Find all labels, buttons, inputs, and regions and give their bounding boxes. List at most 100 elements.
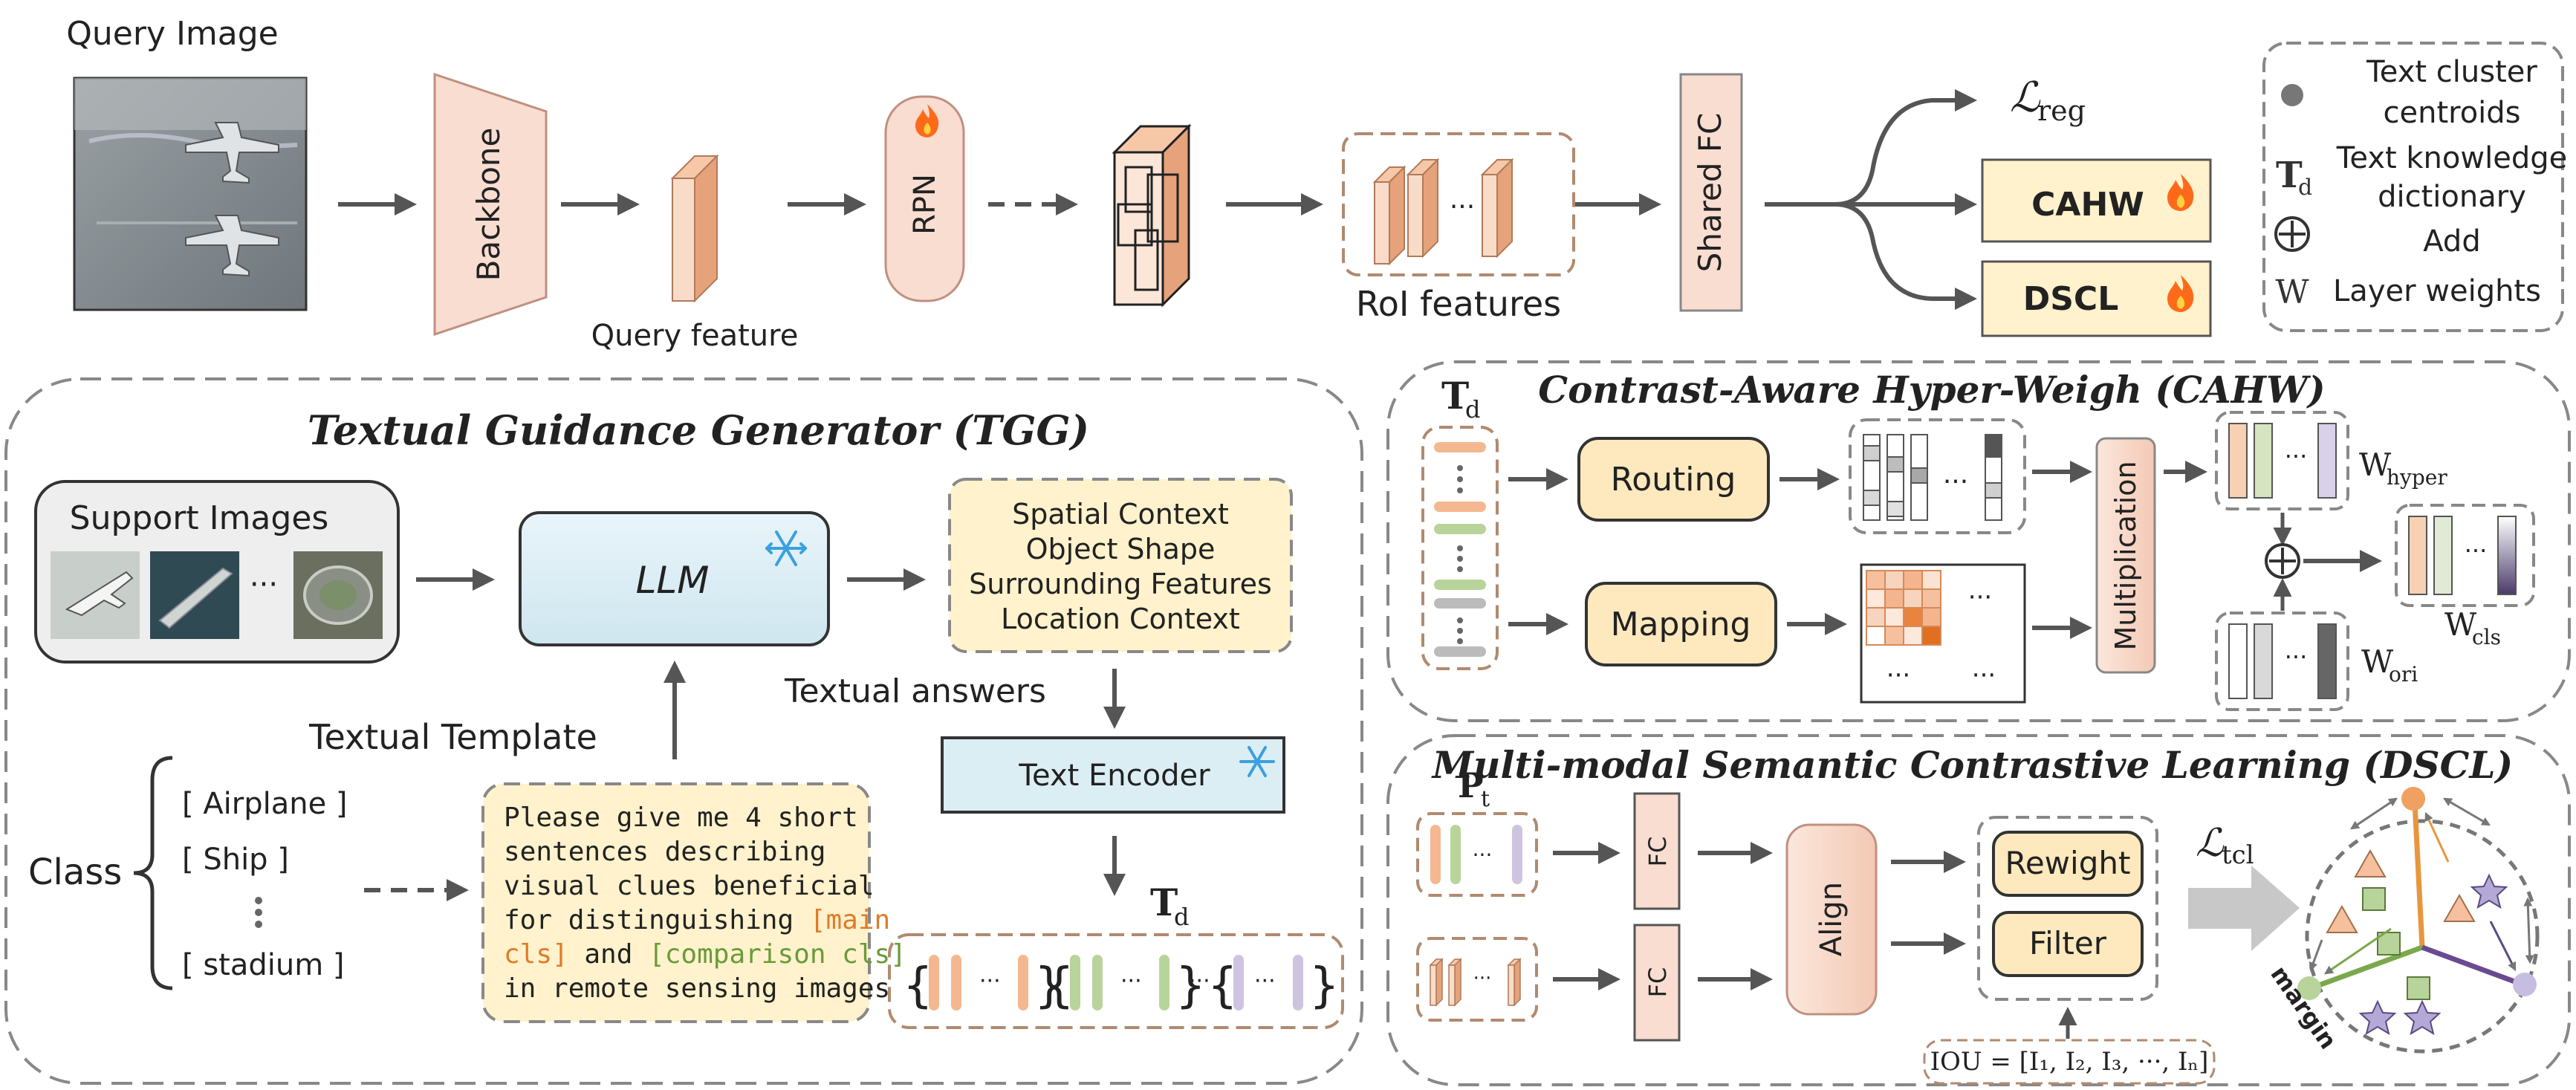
context-line-3: Surrounding Features: [969, 568, 1272, 600]
fc-label-2: FC: [1644, 967, 1672, 998]
svg-text:···: ···: [979, 968, 1001, 994]
fc-label-1: FC: [1644, 837, 1672, 867]
context-line-2: Object Shape: [1026, 533, 1216, 565]
text-encoder-box: Text Encoder: [941, 736, 1285, 814]
prompt-segment: visual clues beneficial: [504, 871, 875, 901]
roi-dots: ···: [1450, 192, 1475, 222]
shared-fc-block: Shared FC: [1679, 73, 1743, 312]
svg-text:···: ···: [1886, 661, 1910, 690]
loss-reg: ℒ reg: [2010, 74, 2086, 127]
legend-item-2-line2: dictionary: [2378, 180, 2526, 214]
td-label-tgg: T: [1150, 880, 1178, 924]
svg-text:}: }: [1175, 958, 1206, 1013]
prompt-segment: for distinguishing: [504, 905, 810, 935]
centroid-purple: [2513, 973, 2537, 996]
mapping-matrix: ··· ··· ···: [1860, 563, 2026, 704]
roi-prototype-vectors: ···: [1416, 937, 1538, 1022]
mapping-label: Mapping: [1611, 606, 1751, 643]
prompt-segment: [comparison cls]: [649, 939, 906, 970]
w-ori-label: W: [2361, 643, 2394, 680]
prompt-line: in remote sensing images: [504, 973, 890, 1004]
rpn-label: RPN: [908, 174, 942, 235]
td-symbol-subscript: d: [2298, 175, 2312, 201]
svg-text:···: ···: [1120, 968, 1142, 994]
prompt-segment: sentences describing: [504, 837, 825, 867]
prompt-line: cls] and [comparison cls]: [504, 939, 906, 970]
td-vector-stack: [1421, 426, 1499, 670]
roi-features-label: RoI features: [1356, 284, 1561, 324]
class-ship: [ Ship ]: [182, 843, 289, 877]
dictionary-group-purple: { ··· }: [1207, 955, 1340, 1013]
prompt-line: Please give me 4 short: [504, 802, 858, 833]
svg-text:···: ···: [1972, 661, 1996, 690]
class-list: Class [ Airplane ] [ Ship ] [ stadium ]: [28, 756, 348, 990]
mapping-box: Mapping: [1585, 582, 1777, 666]
class-stadium: [ stadium ]: [182, 948, 345, 982]
context-line-1: Spatial Context: [1012, 498, 1229, 531]
routing-box: Routing: [1577, 437, 1770, 522]
w-cls-subscript: cls: [2472, 625, 2501, 649]
tgg-title: Textual Guidance Generator (TGG): [308, 406, 1089, 454]
prompt-segment: cls]: [504, 939, 568, 970]
multiplication-label: Multiplication: [2109, 461, 2142, 650]
legend-item-1-line1: Text cluster: [2366, 55, 2537, 89]
layer-weight-symbol: W: [2275, 273, 2309, 311]
llm-label: LLM: [636, 559, 710, 602]
loss-tcl: ℒ tcl: [2196, 821, 2254, 870]
cahw-panel: Contrast-Aware Hyper-Weigh (CAHW) T d Ro…: [1386, 360, 2571, 722]
prompt-segment: in remote sensing images: [504, 973, 890, 1004]
contrastive-embedding-space: margin: [2265, 787, 2540, 1054]
roi-features-block: ··· RoI features: [1342, 132, 1575, 324]
legend-panel: Text cluster centroids T d Text knowledg…: [2262, 42, 2567, 332]
query-image-label: Query Image: [66, 15, 279, 53]
dscl-module-button: DSCL: [1981, 260, 2212, 337]
llm-box: LLM: [519, 511, 830, 646]
support-dots: ···: [250, 568, 278, 602]
prompt-text: Please give me 4 short sentences describi…: [504, 802, 906, 1004]
iou-box: IOU = [I₁, I₂, I₃, ···, Iₙ]: [1923, 1039, 2216, 1085]
w-ori-vectors: ···: [2215, 611, 2349, 711]
textual-template-label: Textual Template: [308, 717, 597, 757]
query-feature-label: Query feature: [591, 319, 799, 353]
fc-box-roi: FC: [1633, 924, 1681, 1042]
text-encoder-label: Text Encoder: [1018, 759, 1210, 793]
svg-text:{: {: [1207, 958, 1238, 1013]
svg-text:{: {: [903, 958, 933, 1013]
dscl-button-label: DSCL: [2023, 280, 2119, 318]
pt-label: P: [1458, 765, 1484, 805]
loss-tcl-subscript: tcl: [2222, 840, 2254, 870]
prompt-line: sentences describing: [504, 837, 825, 867]
context-line-4: Location Context: [1001, 603, 1240, 635]
cahw-title: Contrast-Aware Hyper-Weigh (CAHW): [1538, 368, 2325, 412]
legend-item-4-text: Layer weights: [2333, 274, 2541, 308]
legend-item-2-line1: Text knowledge: [2336, 141, 2567, 175]
svg-text:}: }: [1034, 958, 1065, 1013]
reweight-filter-group: Rewight Filter: [1977, 816, 2158, 1001]
class-airplane: [ Airplane ]: [182, 787, 348, 821]
legend-item-1-line2: centroids: [2383, 96, 2520, 130]
cahw-button-label: CAHW: [2031, 186, 2144, 224]
backbone-block: Backbone: [433, 72, 548, 337]
svg-text:···: ···: [1473, 967, 1492, 990]
filter-label: Filter: [2029, 925, 2107, 961]
query-image: [73, 77, 308, 311]
big-arrow: [2188, 866, 2300, 951]
svg-text:}: }: [1309, 958, 1340, 1013]
loss-reg-subscript: reg: [2037, 94, 2086, 127]
pt-subscript: t: [1481, 786, 1490, 812]
proposal-feature-block: [1112, 123, 1192, 308]
w-cls-vectors: ···: [2395, 504, 2535, 607]
class-label: Class: [28, 851, 122, 893]
svg-text:···: ···: [2285, 442, 2308, 470]
td-symbol: T: [2276, 155, 2303, 196]
fc-box-text: FC: [1633, 792, 1681, 910]
prompt-segment: Please give me 4 short: [504, 802, 858, 833]
svg-text:···: ···: [1968, 583, 1992, 612]
svg-text:{: {: [1044, 958, 1074, 1013]
prompt-line: for distinguishing [main: [504, 905, 890, 935]
svg-text:···: ···: [1473, 843, 1493, 867]
td-label-cahw: T: [1441, 374, 1469, 418]
backbone-label: Backbone: [470, 128, 507, 282]
prompt-line: visual clues beneficial: [504, 871, 875, 901]
